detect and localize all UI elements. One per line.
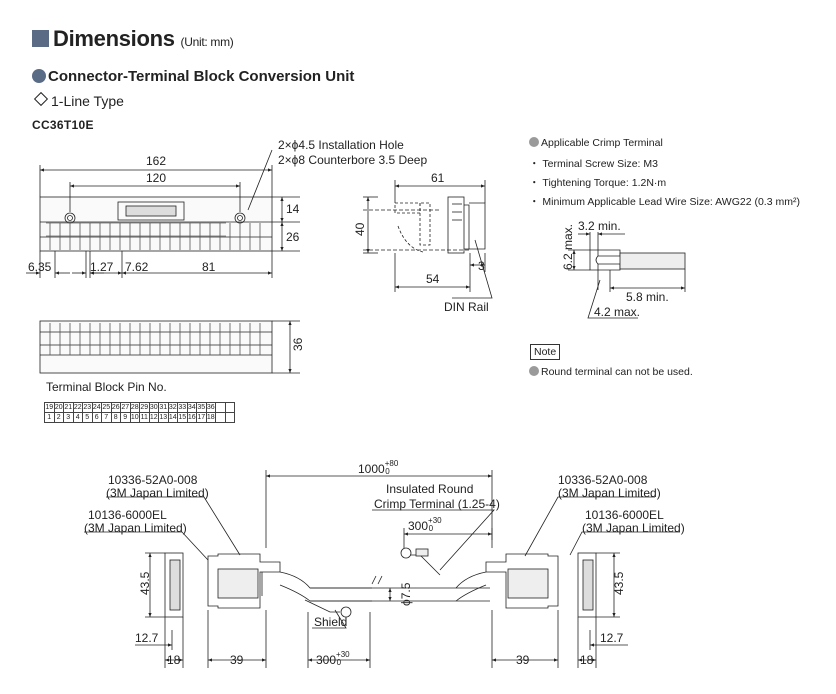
crimp-item: ・ Terminal Screw Size: M3	[529, 158, 658, 170]
dim-12-7-right: 12.7	[600, 631, 624, 645]
model-number: CC36T10E	[32, 118, 94, 132]
crimp-item: ・ Tightening Torque: 1.2N·m	[529, 177, 667, 189]
unit-label: (Unit: mm)	[180, 35, 234, 49]
right-maker-a: (3M Japan Limited)	[558, 486, 661, 500]
crimp-label-2: Crimp Terminal (1.25-4)	[374, 497, 500, 511]
pin-table-title: Terminal Block Pin No.	[46, 380, 167, 394]
dim-43-5-right: 43.5	[612, 571, 626, 595]
note-text: Round terminal can not be used.	[529, 366, 693, 378]
right-connector-b: 10136-6000EL	[585, 508, 664, 522]
pin-row-top: 19 20 21 22 23 24 25 26 27 28 29 30 31 3…	[44, 402, 235, 413]
crimp-dim-3-2: 3.2 min.	[578, 219, 621, 233]
dim-81: 81	[202, 260, 216, 274]
install-hole-label: 2×ϕ4.5 Installation Hole	[278, 138, 404, 152]
shield-label: Shield	[314, 615, 347, 629]
dim-7-62: 7.62	[125, 260, 149, 274]
dim-40: 40	[353, 222, 367, 236]
section-heading: Connector-Terminal Block Conversion Unit	[32, 68, 354, 85]
dim-162: 162	[146, 154, 166, 168]
counterbore-label: 2×ϕ8 Counterbore 3.5 Deep	[278, 153, 427, 167]
crimp-dim-4-2: 4.2 max.	[594, 305, 640, 319]
dim-6-35: 6.35	[28, 260, 52, 274]
crimp-dim-5-8: 5.8 min.	[626, 290, 669, 304]
din-rail-label: DIN Rail	[444, 300, 489, 314]
left-connector-a: 10336-52A0-008	[108, 473, 198, 487]
dim-120: 120	[146, 171, 166, 185]
title-square-icon	[32, 30, 49, 47]
left-connector-b: 10136-6000EL	[88, 508, 167, 522]
dim-3: 3	[478, 259, 485, 273]
dim-61: 61	[431, 171, 445, 185]
dim-1-27: 1.27	[90, 260, 114, 274]
unit-side-view	[363, 180, 493, 299]
crimp-heading: Applicable Crimp Terminal	[529, 137, 663, 149]
bullet-dot-icon	[529, 366, 539, 376]
page-title: Dimensions (Unit: mm)	[53, 26, 234, 51]
left-maker-a: (3M Japan Limited)	[106, 486, 209, 500]
right-maker-b: (3M Japan Limited)	[582, 521, 685, 535]
crimp-item: ・ Minimum Applicable Lead Wire Size: AWG…	[529, 196, 800, 208]
dim-43-5-left: 43.5	[138, 571, 152, 595]
pin-table: 19 20 21 22 23 24 25 26 27 28 29 30 31 3…	[44, 402, 235, 423]
dim-36: 36	[291, 337, 305, 351]
dim-18-right: 18	[580, 653, 594, 667]
right-connector-a: 10336-52A0-008	[558, 473, 648, 487]
cable-assembly-drawing	[84, 470, 680, 668]
dim-12-7-left: 12.7	[135, 631, 159, 645]
crimp-label-1: Insulated Round	[386, 482, 473, 496]
dim-18-left: 18	[167, 653, 181, 667]
cable-diameter: ϕ7.5	[399, 582, 413, 606]
note-label: Note	[530, 344, 561, 360]
dim-39-left: 39	[230, 653, 244, 667]
unit-front-view	[39, 320, 300, 374]
pin-row-bottom: 1 2 3 4 5 6 7 8 9 10 11 12 13 14 15 16 1…	[44, 412, 235, 423]
type-heading: 1-Line Type	[32, 91, 124, 109]
crimp-terminal-drawing	[568, 232, 686, 319]
dim-26: 26	[286, 230, 300, 244]
crimp-dim-6-2: 6.2 max.	[561, 224, 575, 270]
dim-39-right: 39	[516, 653, 530, 667]
dim-14: 14	[286, 202, 300, 216]
bullet-dot-icon	[32, 69, 46, 83]
dim-54: 54	[426, 272, 440, 286]
left-maker-b: (3M Japan Limited)	[84, 521, 187, 535]
bullet-dot-icon	[529, 137, 539, 147]
pin-cell	[224, 412, 235, 423]
unit-top-view	[26, 149, 300, 278]
